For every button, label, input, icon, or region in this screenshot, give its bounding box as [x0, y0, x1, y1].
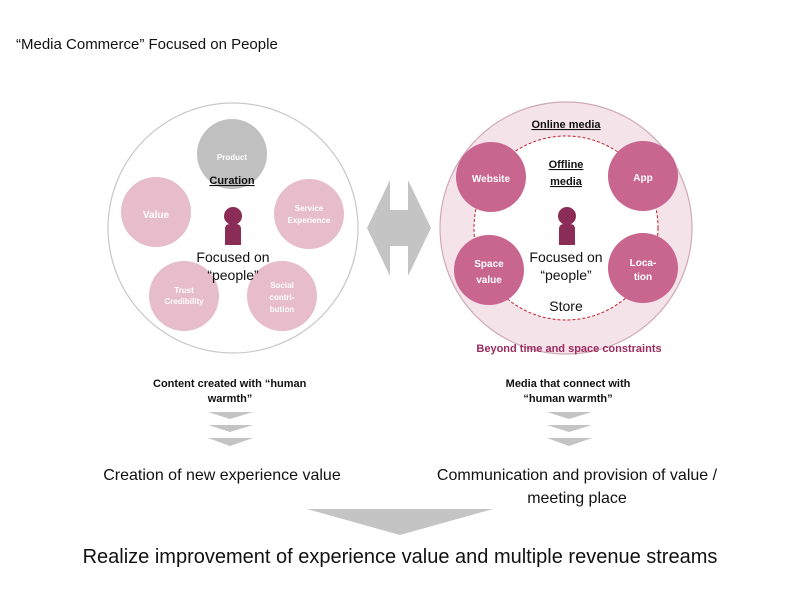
offline-media-label-2: media — [550, 176, 583, 188]
left-center-label-1: Focused on — [196, 249, 269, 265]
double-arrow-icon — [367, 180, 431, 276]
node-social-label-3: bution — [270, 305, 295, 314]
conclusion-text: Realize improvement of experience value … — [83, 546, 718, 568]
beyond-constraints-label: Beyond time and space constraints — [476, 343, 661, 355]
node-location-label-2: tion — [634, 272, 652, 283]
node-location — [608, 233, 678, 303]
node-value-label: Value — [143, 210, 170, 221]
right-center-label-2: “people” — [540, 267, 592, 283]
node-website — [456, 142, 526, 212]
node-app-label: App — [633, 173, 652, 184]
node-product — [197, 119, 267, 189]
node-social-contribution — [247, 261, 317, 331]
node-service-label-1: Service — [295, 204, 324, 213]
node-space-label-1: Space — [474, 259, 504, 270]
right-caption-1: Media that connect with — [506, 378, 631, 390]
right-caption-2: “human warmth” — [523, 393, 612, 405]
node-trust-label-2: Credibility — [164, 297, 204, 306]
offline-media-label-1: Offline — [549, 159, 584, 171]
right-circle-group: Online media Offline media Website App S… — [439, 101, 693, 355]
right-center-label-1: Focused on — [529, 249, 602, 265]
node-social-label-1: Social — [270, 281, 294, 290]
left-caption-2: warmth” — [207, 393, 253, 405]
right-result-text-1: Communication and provision of value / — [437, 467, 718, 484]
node-service-experience — [274, 179, 344, 249]
big-down-arrow-icon — [307, 509, 493, 535]
node-social-label-2: contri- — [270, 293, 295, 302]
left-center-label-2: “people” — [207, 267, 259, 283]
node-curation-label: Curation — [209, 175, 255, 187]
node-space-value — [454, 235, 524, 305]
left-result-text: Creation of new experience value — [103, 467, 341, 484]
node-app — [608, 141, 678, 211]
node-product-label: Product — [217, 153, 248, 162]
left-circle-group: Product Curation Value Service Experienc… — [107, 102, 359, 354]
right-result-text-2: meeting place — [527, 490, 627, 507]
node-service-label-2: Experience — [288, 216, 331, 225]
online-media-label: Online media — [531, 119, 601, 131]
node-trust-label-1: Trust — [174, 286, 194, 295]
node-location-label-1: Loca- — [630, 258, 657, 269]
node-space-label-2: value — [476, 275, 502, 286]
person-icon — [558, 207, 576, 245]
node-value — [121, 177, 191, 247]
right-down-arrows-icon — [547, 412, 592, 446]
left-caption-1: Content created with “human — [153, 378, 307, 390]
node-website-label: Website — [472, 174, 511, 185]
node-trust-credibility — [149, 261, 219, 331]
person-icon — [224, 207, 242, 245]
page-title: “Media Commerce” Focused on People — [16, 36, 278, 53]
left-down-arrows-icon — [208, 412, 253, 446]
store-label: Store — [549, 298, 583, 314]
